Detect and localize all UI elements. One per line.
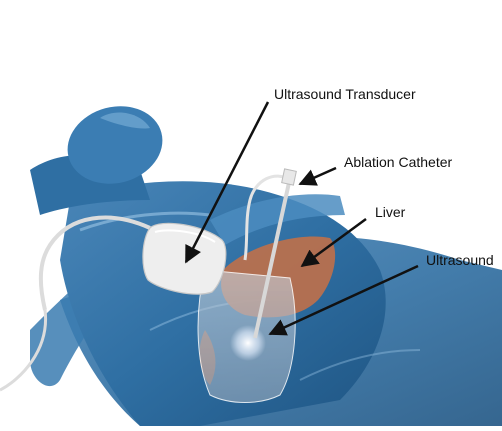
label-ultrasound-transducer: Ultrasound Transducer bbox=[274, 86, 416, 102]
ultrasound-transducer bbox=[143, 223, 226, 294]
label-ablation-catheter: Ablation Catheter bbox=[344, 154, 452, 170]
label-liver: Liver bbox=[375, 204, 405, 220]
catheter-pointer-arrow bbox=[300, 168, 336, 184]
label-ultrasound: Ultrasound bbox=[426, 252, 494, 268]
catheter-hub bbox=[282, 169, 297, 185]
ablation-glow bbox=[230, 325, 266, 361]
